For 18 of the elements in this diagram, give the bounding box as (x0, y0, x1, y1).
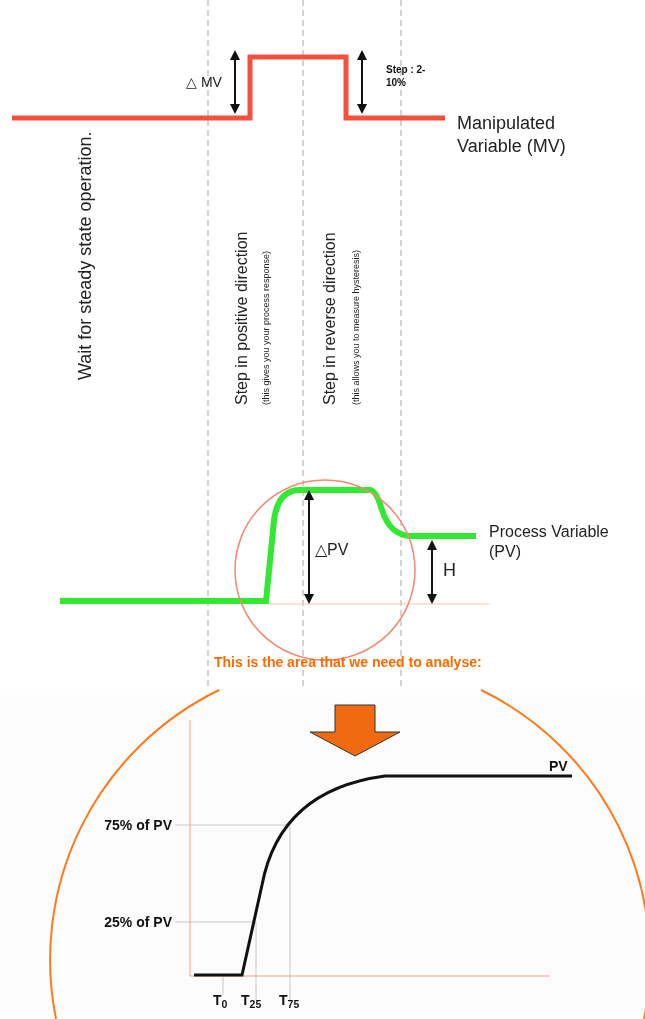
axis-tick-label: 75% of PV (103, 816, 172, 835)
delta-label: △PV (315, 540, 349, 560)
curve-label: PV (549, 757, 568, 776)
axis-tick-label: T$_{75}$ (279, 991, 300, 1010)
axis-tick-label: T$_{0}$ (213, 991, 228, 1010)
step-size-label: Step : 2-10% (386, 64, 427, 89)
axis-tick-label: T$_{25}$ (241, 991, 262, 1010)
phase-label: Step in positive direction (232, 230, 251, 405)
variable-label: Process Variable (PV) (489, 522, 610, 562)
phase-label: Wait for steady state operation. (73, 130, 96, 380)
delta-label: △ MV (186, 73, 222, 92)
variable-label: Manipulated Variable (MV) (457, 112, 567, 157)
phase-label: Step in reverse direction (320, 231, 339, 405)
hysteresis-label: H (443, 559, 456, 582)
phase-note: (this allows you to measure hysteresis) (349, 248, 362, 405)
phase-note: (this gives you your process response) (259, 249, 272, 405)
axis-tick-label: 25% of PV (103, 913, 172, 932)
note-text: This is the area that we need to analyse: (214, 654, 483, 672)
